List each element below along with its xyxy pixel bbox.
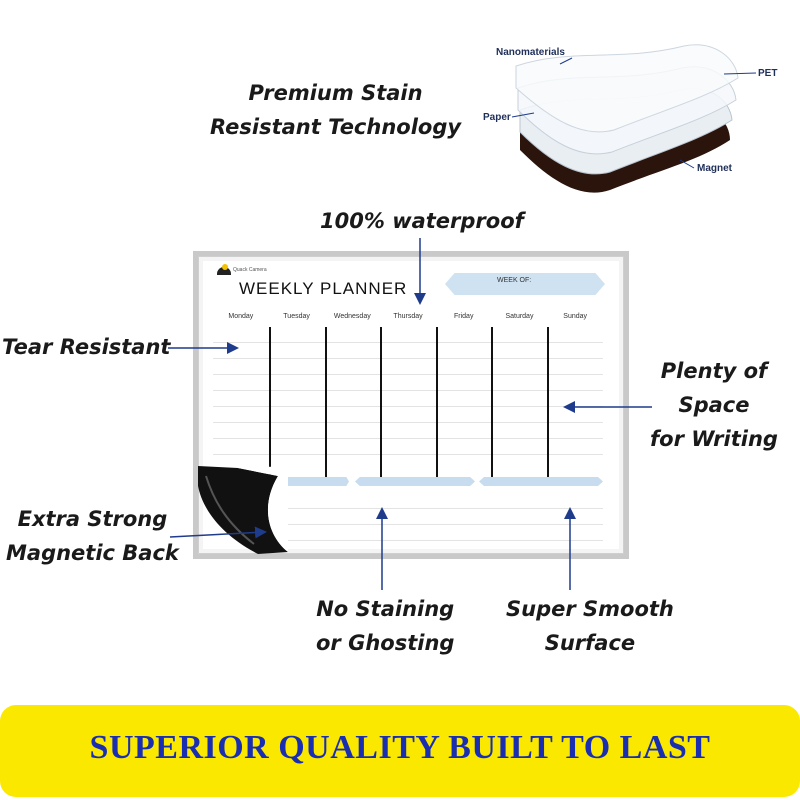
material-layers-illustration [515, 44, 739, 193]
day-header-thursday: Thursday [393, 313, 423, 320]
layer-label-paper: Paper [483, 112, 511, 123]
callout-space-line3: for Writing [650, 427, 778, 451]
column-divider [269, 327, 271, 477]
day-header-monday: Monday [228, 313, 254, 320]
leader-nanomaterials [559, 57, 573, 65]
planner-title: WEEKLY PLANNER [239, 279, 408, 298]
callout-smooth-line1: Super Smooth [506, 597, 674, 621]
day-header-sunday: Sunday [563, 313, 588, 320]
planner-brand: Quack Camera [233, 267, 267, 273]
quality-banner: SUPERIOR QUALITY BUILT TO LAST [0, 705, 800, 797]
callout-tear-resistant: Tear Resistant [2, 335, 171, 359]
leader-magnet [679, 159, 695, 169]
column-divider [491, 327, 493, 477]
leader-paper [511, 112, 535, 118]
day-headers: Monday Tuesday Wednesday Thursday Friday… [213, 313, 603, 320]
callout-premium-stain: Premium Stain Resistant Technology [210, 76, 461, 144]
callout-space-line1: Plenty of [660, 359, 768, 383]
callout-magnetic-back: Extra Strong Magnetic Back [6, 502, 179, 570]
week-of-field: WEEK OF: [445, 273, 605, 295]
banner-text: SUPERIOR QUALITY BUILT TO LAST [89, 729, 711, 766]
nano-layer [515, 44, 739, 133]
day-header-tuesday: Tuesday [283, 313, 310, 320]
column-divider [380, 327, 382, 477]
callout-magnetic-line2: Magnetic Back [6, 541, 179, 565]
notes-bar-1 [283, 477, 349, 486]
column-divider [547, 327, 549, 477]
column-divider [325, 327, 327, 477]
leader-pet [723, 72, 757, 75]
week-of-label: WEEK OF: [497, 277, 532, 284]
callout-smooth-line2: Surface [544, 631, 636, 655]
arrow-magnetic [169, 526, 267, 539]
callout-plenty-space: Plenty of Space for Writing [650, 354, 778, 456]
day-header-saturday: Saturday [505, 313, 534, 320]
callout-premium-line2: Resistant Technology [210, 115, 462, 139]
layer-label-magnet: Magnet [697, 163, 732, 174]
day-header-wednesday: Wednesday [333, 313, 371, 320]
writing-lines [213, 327, 603, 467]
brand-logo-icon [217, 264, 231, 275]
column-divider [436, 327, 438, 477]
callout-no-staining: No Staining or Ghosting [316, 592, 454, 660]
notes-bar-2 [355, 477, 475, 486]
callout-waterproof: 100% waterproof [320, 209, 524, 233]
layer-label-nanomaterials: Nanomaterials [496, 47, 565, 58]
callout-premium-line1: Premium Stain [248, 81, 423, 105]
callout-space-line2: Space [678, 393, 750, 417]
notes-lines [283, 493, 603, 543]
callout-staining-line2: or Ghosting [316, 631, 455, 655]
notes-bar-3 [479, 477, 603, 486]
callout-magnetic-line1: Extra Strong [17, 507, 168, 531]
day-header-friday: Friday [454, 313, 474, 320]
callout-staining-line1: No Staining [316, 597, 455, 621]
callout-super-smooth: Super Smooth Surface [506, 592, 674, 660]
layer-label-pet: PET [758, 68, 778, 79]
